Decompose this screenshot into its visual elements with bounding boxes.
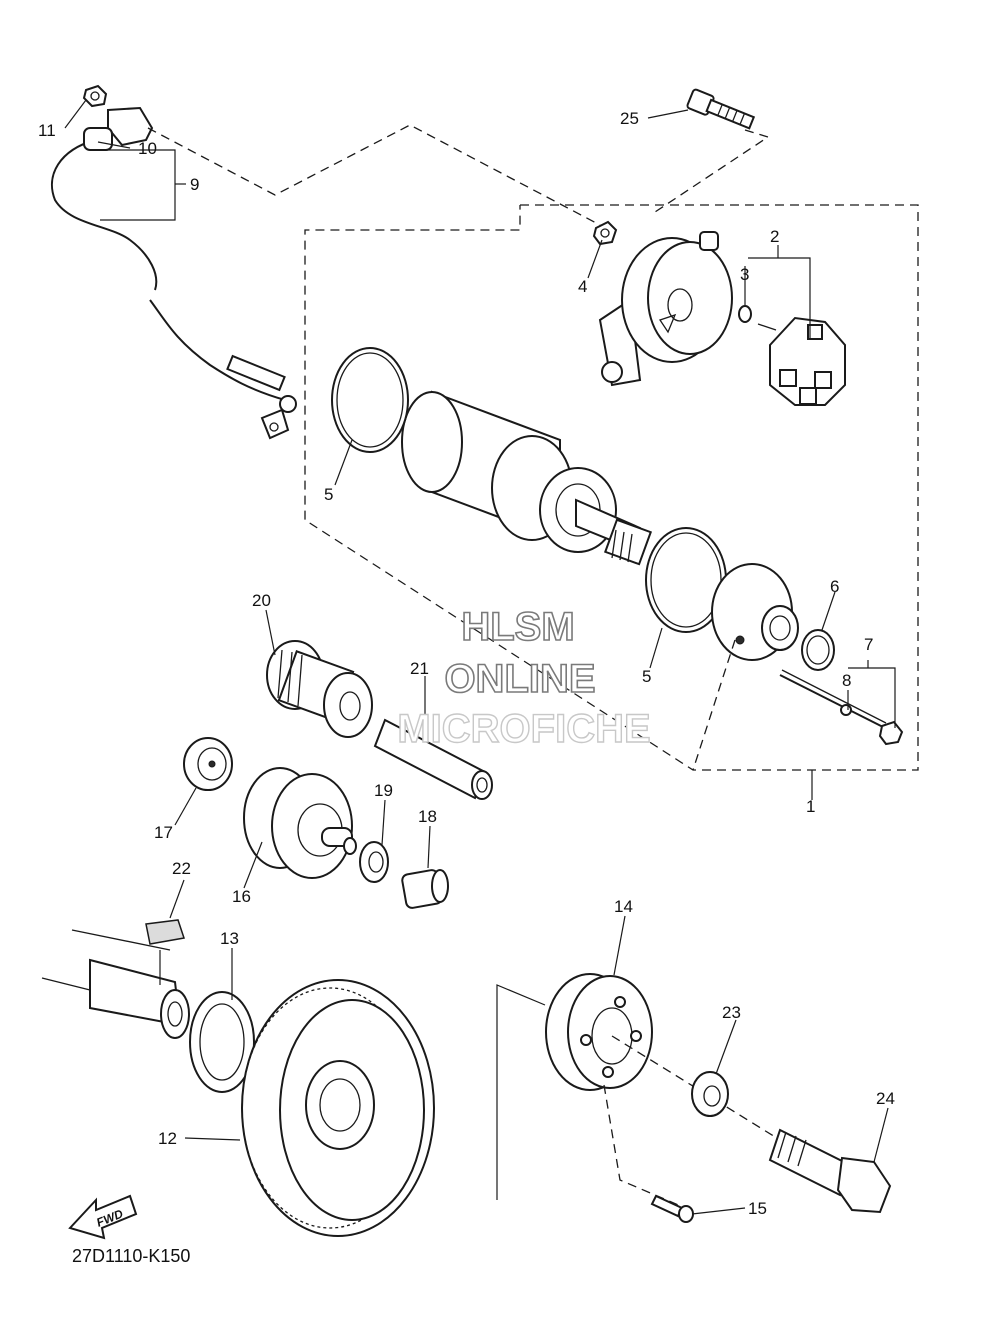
- starter-clutch-16: [243, 767, 357, 879]
- callout-5-front: 5: [642, 667, 651, 686]
- callout-20: 20: [252, 591, 271, 610]
- callout-17: 17: [154, 823, 173, 842]
- watermark-line-1: HLSM: [461, 605, 574, 649]
- callout-14: 14: [614, 897, 633, 916]
- brush-holder-2: [757, 316, 846, 406]
- assembly-boundary: [304, 204, 919, 771]
- callout-24: 24: [876, 1089, 895, 1108]
- watermark-line-3: MICROFICHE: [397, 707, 650, 751]
- callout-21: 21: [410, 659, 429, 678]
- bolt-25: [686, 88, 756, 130]
- diagram-code: 27D1110-K150: [72, 1246, 190, 1266]
- bearing-17: [183, 737, 233, 791]
- front-cover: [711, 563, 799, 661]
- o-ring-3: [738, 305, 752, 323]
- starter-cable: [50, 139, 297, 440]
- leader-lines: [64, 99, 896, 1215]
- callout-25: 25: [620, 109, 639, 128]
- armature-shaft: [575, 498, 653, 566]
- woodruff-key-22: [145, 919, 185, 945]
- starter-wheel-gear-12: [241, 979, 435, 1237]
- through-bolt-7: [779, 669, 904, 746]
- callout-11: 11: [38, 121, 56, 140]
- washer-19: [359, 841, 389, 883]
- callout-7: 7: [864, 635, 873, 654]
- callout-5-rear: 5: [324, 485, 333, 504]
- callout-9: 9: [190, 175, 199, 194]
- callout-15: 15: [748, 1199, 767, 1218]
- callout-13: 13: [220, 929, 239, 948]
- callout-8: 8: [842, 671, 851, 690]
- callout-3: 3: [740, 265, 749, 284]
- cable-terminal-cap: [83, 106, 154, 151]
- callout-23: 23: [722, 1003, 741, 1022]
- nut-4: [592, 220, 618, 246]
- callout-6: 6: [830, 577, 839, 596]
- starter-rear-cover: [598, 231, 733, 387]
- callout-1: 1: [806, 797, 815, 816]
- washer-13: [189, 991, 255, 1093]
- callout-4: 4: [578, 277, 587, 296]
- callout-12: 12: [158, 1129, 177, 1148]
- watermark-line-2: ONLINE: [444, 657, 595, 701]
- bolt-24: [768, 1128, 892, 1214]
- motor-yoke: [401, 390, 617, 553]
- screw-15: [650, 1194, 694, 1223]
- idle-gear-20: [266, 640, 373, 738]
- fwd-arrow-icon: FWD: [68, 1194, 138, 1240]
- one-way-clutch-14: [545, 973, 653, 1091]
- terminal-nut-11: [82, 84, 108, 108]
- needle-bearing-18: [401, 869, 449, 909]
- callout-19: 19: [374, 781, 393, 800]
- callout-2: 2: [770, 227, 779, 246]
- o-ring-5-rear: [331, 347, 409, 453]
- o-ring-6: [801, 629, 835, 671]
- crankshaft: [41, 929, 190, 1039]
- callout-16: 16: [232, 887, 251, 906]
- washer-23: [691, 1071, 729, 1117]
- shaft-21: [373, 718, 493, 800]
- callout-10: 10: [138, 139, 157, 158]
- callout-18: 18: [418, 807, 437, 826]
- callout-22: 22: [172, 859, 191, 878]
